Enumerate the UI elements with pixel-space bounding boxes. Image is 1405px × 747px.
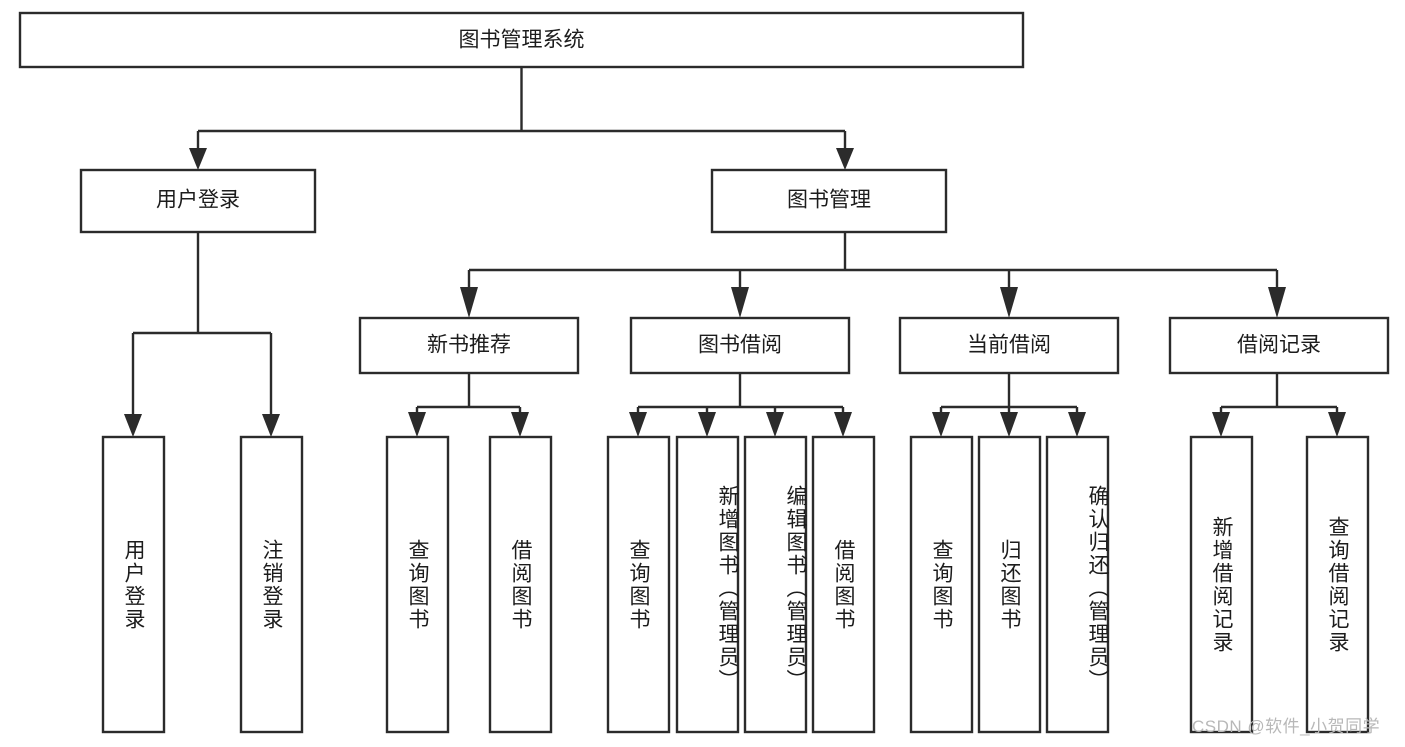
csdn-watermark: CSDN @软件_小贺同学 bbox=[1192, 717, 1381, 736]
node-leaf-query-book-2[interactable] bbox=[606, 435, 671, 734]
node-leaf-add-book[interactable] bbox=[675, 435, 740, 734]
node-new-book-recommend-label: 新书推荐 bbox=[427, 334, 511, 357]
arrow-head-leaf-add-record bbox=[1212, 412, 1230, 437]
arrow-head-leaf-edit-book bbox=[766, 412, 784, 437]
node-user-login-label: 用户登录 bbox=[156, 189, 240, 212]
node-leaf-return-book[interactable] bbox=[977, 435, 1042, 734]
arrow-head-new-book-recommend bbox=[460, 287, 478, 318]
node-leaf-add-record[interactable] bbox=[1189, 435, 1254, 734]
arrow-head-current-borrow bbox=[1000, 287, 1018, 318]
arrow-head-leaf-query-book-3 bbox=[932, 412, 950, 437]
arrow-head-leaf-query-book-1 bbox=[408, 412, 426, 437]
node-book-borrow-label: 图书借阅 bbox=[698, 334, 782, 357]
node-book-borrow[interactable] bbox=[629, 316, 851, 375]
arrow-head-book-borrow bbox=[731, 287, 749, 318]
arrow-head-borrow-record bbox=[1268, 287, 1286, 318]
node-book-management-label: 图书管理 bbox=[787, 189, 871, 212]
node-user-login[interactable] bbox=[79, 168, 317, 234]
node-leaf-borrow-book-1[interactable] bbox=[488, 435, 553, 734]
arrow-head-leaf-return-book bbox=[1000, 412, 1018, 437]
node-leaf-query-book-1[interactable] bbox=[385, 435, 450, 734]
arrow-head-book-management bbox=[836, 148, 854, 170]
arrow-head-leaf-borrow-book-1 bbox=[511, 412, 529, 437]
node-layer: 图书管理系统 用户登录 图书管理 新书推荐 图书借阅 当前借阅 借阅记录 bbox=[18, 11, 1390, 734]
node-root-label: 图书管理系统 bbox=[459, 29, 585, 52]
arrow-head-leaf-query-book-2 bbox=[629, 412, 647, 437]
node-leaf-user-logout[interactable] bbox=[239, 435, 304, 734]
node-root[interactable] bbox=[18, 11, 1025, 69]
arrow-head-leaf-query-record bbox=[1328, 412, 1346, 437]
node-leaf-query-book-3[interactable] bbox=[909, 435, 974, 734]
arrow-head-leaf-user-logout bbox=[262, 414, 280, 437]
arrow-head-leaf-add-book bbox=[698, 412, 716, 437]
node-leaf-edit-book[interactable] bbox=[743, 435, 808, 734]
arrow-head-user-login bbox=[189, 148, 207, 170]
node-current-borrow[interactable] bbox=[898, 316, 1120, 375]
arrow-head-leaf-user-login bbox=[124, 414, 142, 437]
node-new-book-recommend[interactable] bbox=[358, 316, 580, 375]
arrow-head-leaf-confirm-return bbox=[1068, 412, 1086, 437]
node-borrow-record[interactable] bbox=[1168, 316, 1390, 375]
node-leaf-confirm-return[interactable] bbox=[1045, 435, 1110, 734]
node-leaf-borrow-book-2[interactable] bbox=[811, 435, 876, 734]
node-leaf-query-record[interactable] bbox=[1305, 435, 1370, 734]
connector-layer bbox=[124, 67, 1346, 437]
node-borrow-record-label: 借阅记录 bbox=[1237, 334, 1321, 357]
node-current-borrow-label: 当前借阅 bbox=[967, 334, 1051, 357]
node-leaf-user-login[interactable] bbox=[101, 435, 166, 734]
node-book-management[interactable] bbox=[710, 168, 948, 234]
arrow-head-leaf-borrow-book-2 bbox=[834, 412, 852, 437]
